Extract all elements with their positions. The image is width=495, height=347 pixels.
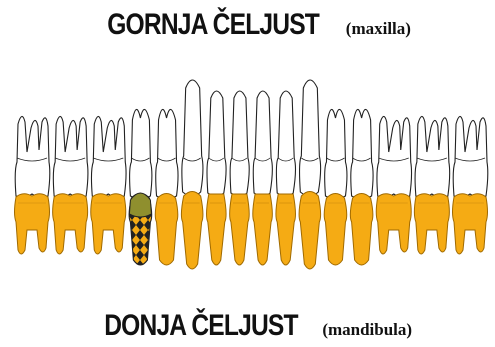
upper-tooth-16: [453, 116, 488, 197]
lower-tooth-8: [230, 194, 250, 265]
lower-tooth-3: [91, 194, 126, 254]
lower-tooth-5: [155, 194, 178, 266]
lower-tooth-2: [53, 194, 88, 254]
upper-tooth-2: [53, 116, 88, 197]
upper-tooth-9: [253, 91, 272, 196]
lower-tooth-16: [453, 194, 488, 254]
lower-tooth-14: [376, 194, 411, 254]
upper-tooth-13: [351, 109, 373, 198]
lower-tooth-12: [324, 194, 347, 266]
lower-tooth-15: [414, 194, 449, 254]
upper-tooth-3: [91, 116, 126, 197]
lower-tooth-1: [15, 194, 50, 254]
upper-tooth-14: [377, 116, 412, 197]
upper-tooth-4: [130, 109, 152, 198]
lower-tooth-13: [350, 194, 373, 266]
lower-tooth-9: [253, 194, 273, 265]
lower-tooth-10: [276, 194, 296, 265]
upper-tooth-1: [15, 116, 50, 197]
lower-tooth-6: [181, 192, 203, 270]
lower-jaw-latin: (mandibula): [322, 320, 412, 339]
upper-tooth-6: [182, 80, 203, 196]
upper-teeth-row: [15, 80, 488, 199]
upper-tooth-8: [230, 91, 249, 196]
lower-jaw-heading: DONJA ČELJUST (mandibula): [0, 309, 495, 343]
upper-tooth-12: [325, 109, 347, 198]
upper-tooth-5: [156, 109, 178, 198]
lower-tooth-7: [207, 194, 227, 265]
lower-teeth-row: [15, 192, 488, 270]
upper-tooth-15: [415, 116, 450, 197]
lower-tooth-11: [299, 192, 321, 270]
lower-tooth-4: [129, 193, 152, 265]
upper-tooth-7: [207, 91, 226, 196]
upper-tooth-10: [276, 91, 295, 196]
upper-tooth-11: [300, 80, 321, 196]
lower-jaw-title: DONJA ČELJUST: [104, 309, 297, 343]
